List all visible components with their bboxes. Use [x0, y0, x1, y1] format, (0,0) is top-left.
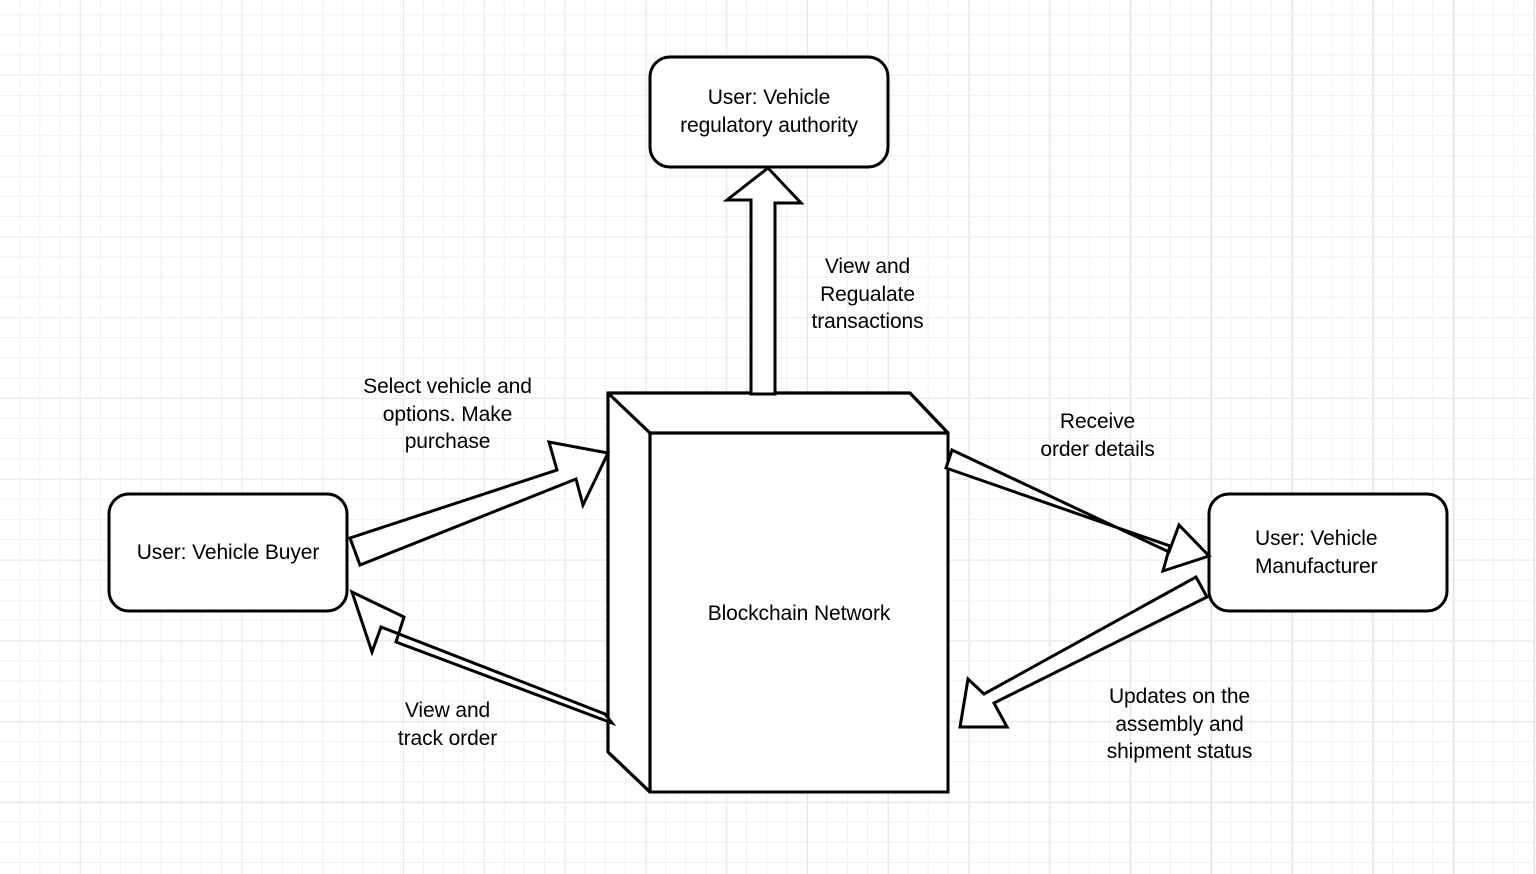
arrow-buyer-to-blockchain[interactable] [348, 440, 611, 567]
edge-label-updates-on-assembly: Updates on the assembly and shipment sta… [1106, 685, 1253, 763]
arrow-blockchain-to-buyer[interactable] [349, 589, 617, 727]
edge-label-view-and-track-order: View and track order [397, 699, 498, 750]
node-blockchain-label: Blockchain Network [707, 602, 891, 625]
arrow-blockchain-to-manufacturer[interactable] [944, 447, 1212, 574]
arrow-manufacturer-to-blockchain[interactable] [958, 574, 1210, 729]
node-buyer-shape[interactable] [107, 492, 349, 613]
edge-label-view-and-regulate: View and Regualate transactions [811, 255, 924, 333]
edge-label-select-vehicle: Select vehicle and options. Make purchas… [363, 375, 532, 453]
node-buyer-label: User: Vehicle Buyer [136, 541, 320, 564]
node-manufacturer-label: User: Vehicle Manufacturer [1255, 527, 1378, 578]
node-regulator-label: User: Vehicle regulatory authority [680, 86, 858, 137]
edge-label-receive-order-details: Receive order details [1040, 410, 1155, 461]
node-manufacturer-shape[interactable] [1207, 492, 1449, 613]
node-blockchain-shape[interactable] [606, 391, 950, 794]
arrow-blockchain-to-regulator[interactable] [722, 165, 805, 396]
